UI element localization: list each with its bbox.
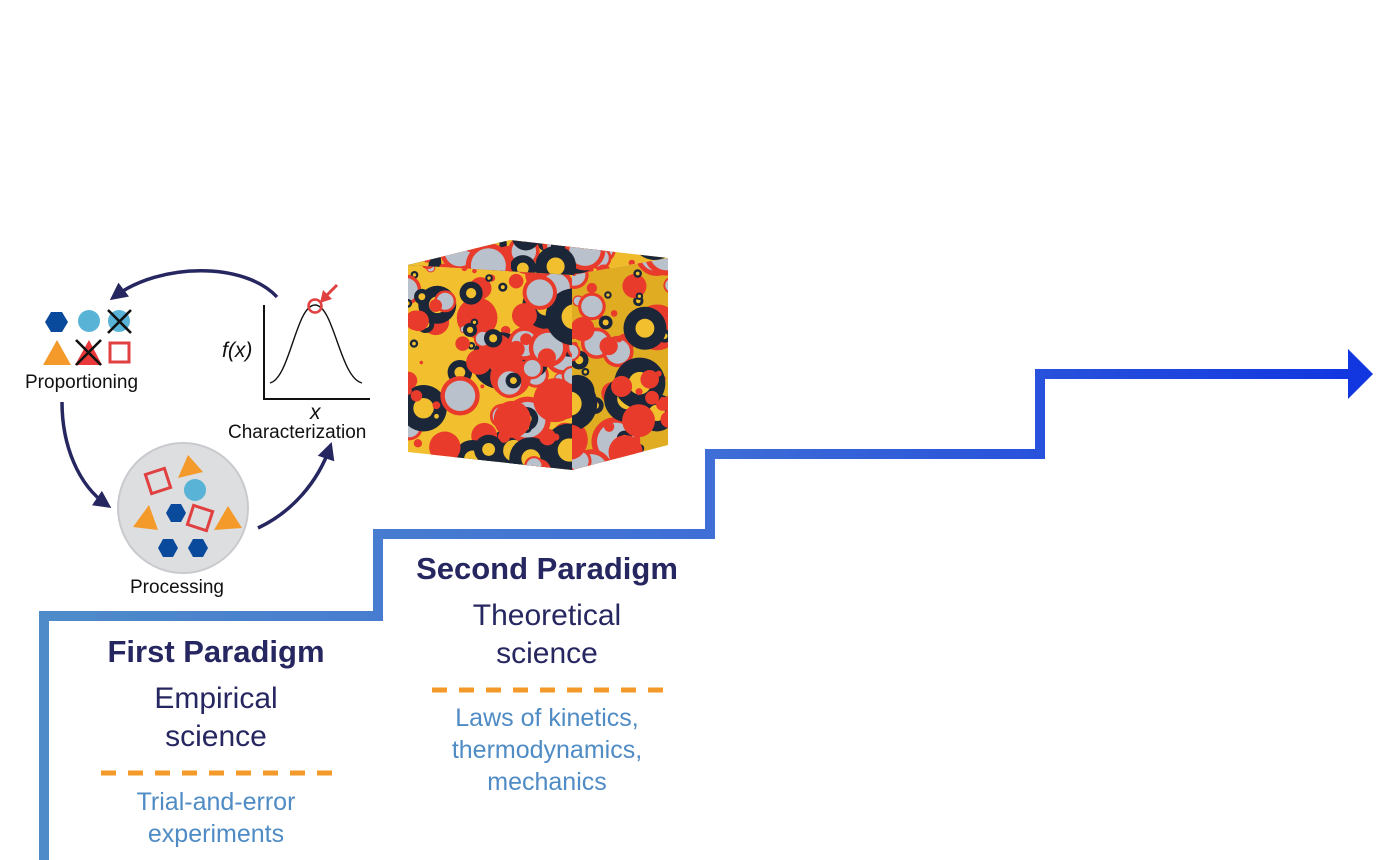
staircase-arrowhead (1348, 349, 1373, 399)
triangle-icon (43, 340, 71, 365)
hexagon-icon (45, 312, 68, 332)
processing-label: Processing (130, 577, 224, 598)
square-outline-icon (185, 503, 215, 533)
microstructure-cube-icon (408, 240, 668, 470)
plot-y-axis-label: f(x) (222, 339, 253, 362)
arrow-characterization-to-proportioning (109, 269, 279, 301)
first-paradigm-description: Trial-and-error experiments (136, 788, 296, 848)
circle-icon (184, 479, 206, 501)
triangle-icon (178, 455, 203, 478)
characterization-label: Characterization (228, 422, 367, 443)
cross-mark-icon (75, 339, 102, 366)
second-paradigm-title: Second Paradigm (416, 551, 678, 586)
arrow-proportioning-to-processing (60, 401, 112, 508)
plot-axes (263, 305, 370, 400)
proportioning-label: Proportioning (25, 372, 139, 393)
first-paradigm-subtitle: Empirical science (154, 682, 278, 753)
cross-mark-icon (107, 309, 132, 334)
square-outline-icon (108, 341, 131, 364)
second-paradigm-description: Laws of kinetics, thermodynamics, mechan… (451, 704, 643, 796)
proportioning-shapes (43, 309, 132, 366)
first-paradigm-title: First Paradigm (107, 634, 325, 669)
circle-icon (78, 310, 100, 332)
distribution-curve (269, 304, 363, 384)
hexagon-icon (166, 504, 186, 522)
peak-marker-icon (307, 298, 323, 314)
plot-x-axis-label: x (310, 401, 321, 424)
arrow-processing-to-characterization (257, 442, 335, 530)
second-paradigm-subtitle: Theoretical science (472, 599, 622, 670)
characterization-plot (263, 283, 370, 400)
peak-pointer-arrowhead (320, 290, 332, 303)
triangle-icon (133, 505, 158, 530)
triangle-icon (214, 506, 242, 530)
processing-dish (117, 442, 249, 574)
staircase-arrow-line (39, 369, 1352, 860)
peak-pointer-arrow (324, 283, 339, 298)
hexagon-icon (158, 539, 178, 557)
hexagon-icon (188, 539, 208, 557)
square-outline-icon (143, 466, 173, 496)
